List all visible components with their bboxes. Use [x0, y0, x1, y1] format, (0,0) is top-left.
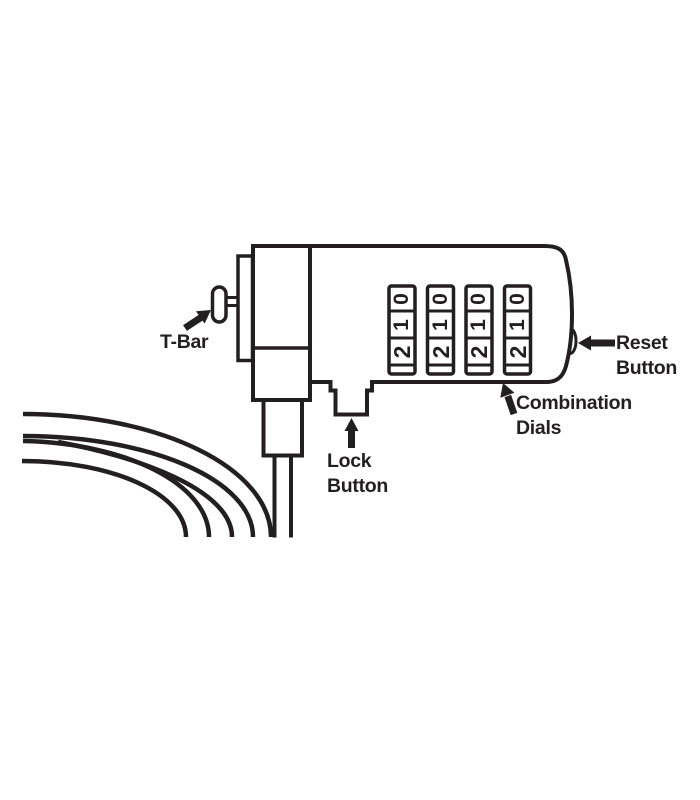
dial-digit: 1 — [505, 318, 529, 331]
dial-digit: 1 — [467, 318, 490, 331]
lock-head — [251, 244, 312, 402]
t-bar-arrow-icon — [183, 310, 211, 331]
reset-button-label-line2: Button — [616, 357, 678, 379]
t-bar-label-text: T-Bar — [160, 331, 209, 353]
t-bar-label: T-Bar — [160, 330, 209, 355]
dial-digit: 1 — [428, 318, 452, 331]
dial-digit: 1 — [390, 318, 413, 331]
dial-digit: 0 — [505, 292, 529, 305]
lock-button-arrow-icon — [344, 418, 359, 448]
lock-button-label-line2: Button — [327, 475, 389, 497]
combination-dials-arrow-icon — [500, 383, 518, 416]
cable-strand — [22, 433, 256, 538]
combination-dials-label-line1: Combination — [516, 392, 632, 414]
dial-digit: 2 — [388, 345, 415, 358]
dial-digit: 2 — [465, 345, 492, 358]
reset-button-arrow-icon — [578, 335, 615, 351]
dial-digit: 2 — [427, 345, 453, 358]
dial-frame — [502, 284, 533, 376]
dial-digit: 2 — [504, 345, 530, 358]
combination-dials — [387, 284, 533, 376]
mount-plate — [236, 254, 255, 363]
combination-dials-label: Combination Dials — [516, 391, 632, 441]
cable-strand — [57, 439, 235, 538]
dial-digit: 0 — [390, 292, 413, 305]
reset-button-label-line1: Reset — [616, 332, 668, 354]
cable-strands — [21, 411, 274, 538]
dial-frame — [425, 284, 456, 376]
dial-digit: 0 — [467, 292, 490, 305]
annotation-arrows — [183, 310, 615, 448]
t-bar-shape — [210, 285, 228, 324]
dial-frame — [464, 284, 494, 376]
cable-shaft — [272, 455, 293, 538]
lock-collar — [261, 398, 304, 458]
combination-dials-label-line2: Dials — [516, 417, 562, 439]
reset-button-label: Reset Button — [616, 331, 677, 381]
dial-frame — [387, 284, 417, 376]
cable-strand — [21, 458, 189, 538]
lock-button-label: Lock Button — [327, 449, 388, 499]
dial-digit: 0 — [428, 292, 452, 305]
lock-button-label-line1: Lock — [327, 450, 372, 472]
cable-strand — [22, 411, 274, 538]
